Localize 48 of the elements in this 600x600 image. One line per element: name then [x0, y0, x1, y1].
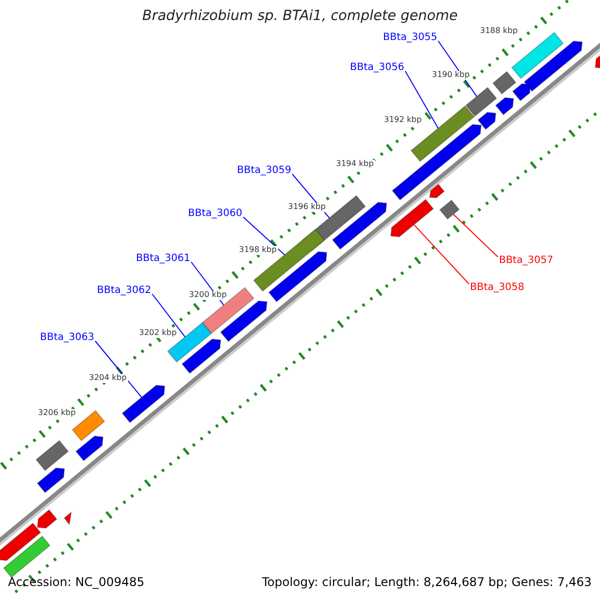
position-label: 3206 kbp [37, 409, 77, 418]
position-label: 3194 kbp [335, 160, 375, 169]
gene-feature [220, 300, 268, 342]
leader-line [413, 224, 470, 284]
position-label: 3202 kbp [138, 329, 178, 338]
leader-line [152, 294, 186, 338]
leader-line [94, 340, 142, 398]
gene-block [2, 536, 51, 578]
gene-feature [75, 436, 104, 462]
gene-feature [512, 83, 531, 102]
leader-line [404, 70, 439, 129]
leader-line [452, 214, 498, 258]
gene-block [465, 86, 498, 117]
gene-feature [429, 184, 445, 198]
position-label: 3190 kbp [431, 71, 471, 80]
gene-feature [36, 467, 65, 494]
position-label: 3196 kbp [287, 203, 327, 212]
gene-feature [122, 384, 166, 424]
gene-feature [181, 338, 222, 374]
gene-feature [64, 511, 72, 526]
gene-feature [36, 509, 58, 529]
gene-block [492, 70, 516, 95]
gene-feature [332, 202, 388, 250]
gene-feature [477, 112, 496, 130]
gene-label: BBta_3060 [188, 208, 242, 219]
gene-feature [524, 40, 583, 92]
gene-feature [392, 124, 482, 201]
gene-feature [0, 522, 42, 562]
position-label: 3192 kbp [383, 116, 423, 125]
gene-label: BBta_3061 [136, 253, 190, 264]
title: Bradyrhizobium sp. BTAi1, complete genome [141, 9, 459, 24]
position-label: 3200 kbp [188, 291, 228, 300]
info-text: Accession: NC_009485 [8, 576, 144, 590]
gene-label: BBta_3062 [97, 285, 152, 296]
position-label: 3188 kbp [479, 27, 519, 36]
gene-feature [495, 97, 514, 116]
gene-label: BBta_3056 [350, 62, 404, 73]
leader-line [242, 216, 286, 256]
position-label: 3198 kbp [238, 246, 278, 255]
gene-label: BBta_3059 [237, 165, 292, 176]
info-text: Topology: circular; Length: 8,264,687 bp; Genes: 7,463 [262, 576, 592, 590]
gene-label: BBta_3058 [470, 282, 524, 293]
gene-block [35, 440, 69, 472]
gene-label: BBta_3057 [499, 255, 554, 266]
gene-feature [390, 198, 434, 238]
gene-label: BBta_3055 [383, 32, 438, 43]
position-label: 3204 kbp [88, 374, 128, 383]
gene-label: BBta_3063 [40, 332, 94, 343]
